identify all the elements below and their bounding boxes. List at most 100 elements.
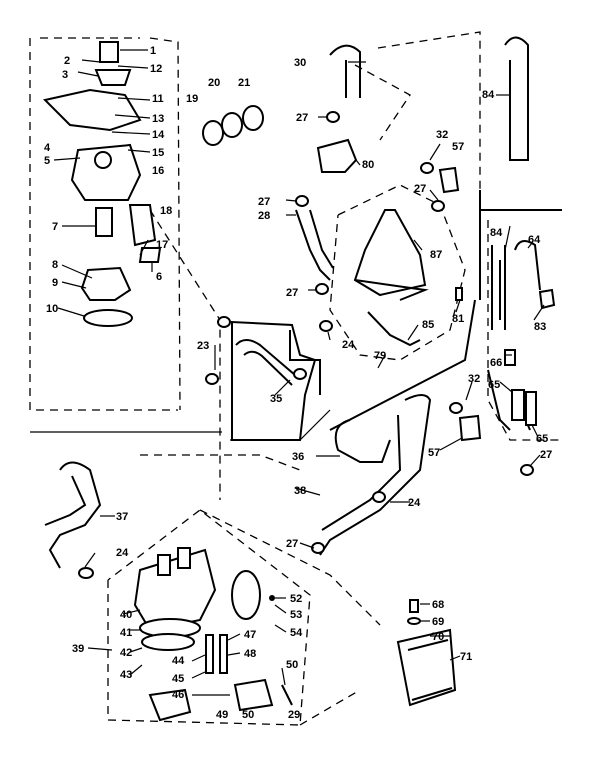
label-42: 42 <box>120 647 132 659</box>
valve-diaphragm-icon <box>94 151 112 169</box>
pump-pin-50-icon <box>281 684 293 706</box>
label-46: 46 <box>172 689 184 701</box>
label-52: 52 <box>290 593 302 605</box>
connector-65-a-icon <box>511 389 525 421</box>
seal-rings <box>202 105 264 146</box>
frame-border-right <box>479 190 562 300</box>
part-labels: 1 2 3 4 5 6 7 8 9 10 11 12 13 14 15 16 1… <box>44 45 552 721</box>
label-54: 54 <box>290 627 303 639</box>
connector-dash-1 <box>149 209 221 500</box>
valve-lever-icon <box>43 88 142 132</box>
pump-group-border-2 <box>199 509 381 726</box>
agitator-group-border <box>329 184 466 361</box>
valve-assembly <box>43 41 162 327</box>
valve-assembly-border <box>29 37 181 411</box>
connector-dash-2 <box>140 454 301 471</box>
valve-body-icon <box>70 143 142 201</box>
label-47: 47 <box>244 629 256 641</box>
clamp-24-b-icon <box>372 491 386 503</box>
label-36: 36 <box>292 451 304 463</box>
hose-64-icon <box>499 240 541 320</box>
hose-85-icon <box>367 311 421 347</box>
label-69: 69 <box>432 616 444 628</box>
washer-69-icon <box>407 617 421 625</box>
clamp-27-d-icon <box>431 200 445 212</box>
label-12: 12 <box>150 63 162 75</box>
label-70: 70 <box>432 631 444 643</box>
label-10: 10 <box>46 303 58 315</box>
hose-37-icon <box>44 461 102 569</box>
pump-port-a-icon <box>157 554 171 576</box>
label-16: 16 <box>152 165 164 177</box>
clip-83-icon <box>538 288 556 310</box>
clamp-27-f-icon <box>520 464 534 476</box>
label-71: 71 <box>460 651 472 663</box>
label-9: 9 <box>52 277 58 289</box>
elbow-57-b-icon <box>458 414 482 442</box>
label-3: 3 <box>62 69 68 81</box>
seal-ring-20-icon <box>221 112 243 138</box>
label-1: 1 <box>150 45 156 57</box>
clamp-27-b-icon <box>295 195 309 207</box>
seal-ring-21-icon <box>242 105 264 131</box>
pump-plate-49-icon <box>233 678 274 712</box>
hose-38-icon <box>319 394 432 556</box>
leader-lines <box>53 49 545 696</box>
center-bracket-inner <box>289 330 321 395</box>
pump-bolt-44-icon <box>205 634 214 674</box>
hose-84-upper-icon <box>504 36 529 161</box>
pump-port-b-icon <box>177 547 191 569</box>
label-27-a: 27 <box>296 112 308 124</box>
label-27-b: 27 <box>258 196 270 208</box>
center-bracket <box>231 320 317 441</box>
clamp-32-a-icon <box>420 162 434 174</box>
screw-68-icon <box>409 599 419 613</box>
label-15: 15 <box>152 147 164 159</box>
label-64: 64 <box>528 234 541 246</box>
hose-30-icon <box>329 44 361 98</box>
label-29: 29 <box>288 709 300 721</box>
screw-81-icon <box>455 287 463 301</box>
label-27-e: 27 <box>286 538 298 550</box>
pump-ring-42-icon <box>141 633 195 651</box>
label-66: 66 <box>490 357 502 369</box>
clamp-24-a-icon <box>319 320 333 332</box>
pump-assembly <box>133 547 293 722</box>
label-79: 79 <box>374 350 386 362</box>
pump-filter-52-icon <box>231 570 261 620</box>
label-24-c: 24 <box>116 547 129 559</box>
label-40: 40 <box>120 609 132 621</box>
label-24-b: 24 <box>408 497 421 509</box>
label-37: 37 <box>116 511 128 523</box>
base-panel-line <box>329 299 476 431</box>
label-13: 13 <box>152 113 164 125</box>
valve-oring-icon <box>83 309 133 327</box>
label-41: 41 <box>120 627 132 639</box>
connector-66-icon <box>504 349 516 366</box>
label-50-b: 50 <box>286 659 298 671</box>
clamp-23-b-icon <box>205 373 219 385</box>
seal-ring-19-icon <box>202 120 224 146</box>
label-27-d: 27 <box>414 183 426 195</box>
clamp-23-a-icon <box>217 316 231 328</box>
label-19: 19 <box>186 93 198 105</box>
valve-spring-icon <box>94 69 132 86</box>
label-57-a: 57 <box>452 141 464 153</box>
clamp-32-b-icon <box>449 402 463 414</box>
pump-screw-53-icon <box>269 595 275 601</box>
tee-fitting-80-icon <box>316 138 358 173</box>
hose-84-lower-icon <box>491 245 506 330</box>
label-4: 4 <box>44 142 51 154</box>
valve-seat-icon <box>80 266 132 301</box>
label-23: 23 <box>197 340 209 352</box>
label-38: 38 <box>294 485 306 497</box>
label-14: 14 <box>152 129 165 141</box>
label-57-b: 57 <box>428 447 440 459</box>
label-21: 21 <box>238 77 250 89</box>
bracket-71-icon <box>407 639 453 701</box>
label-45: 45 <box>172 673 184 685</box>
lower-panel <box>30 409 331 441</box>
label-35: 35 <box>270 393 282 405</box>
